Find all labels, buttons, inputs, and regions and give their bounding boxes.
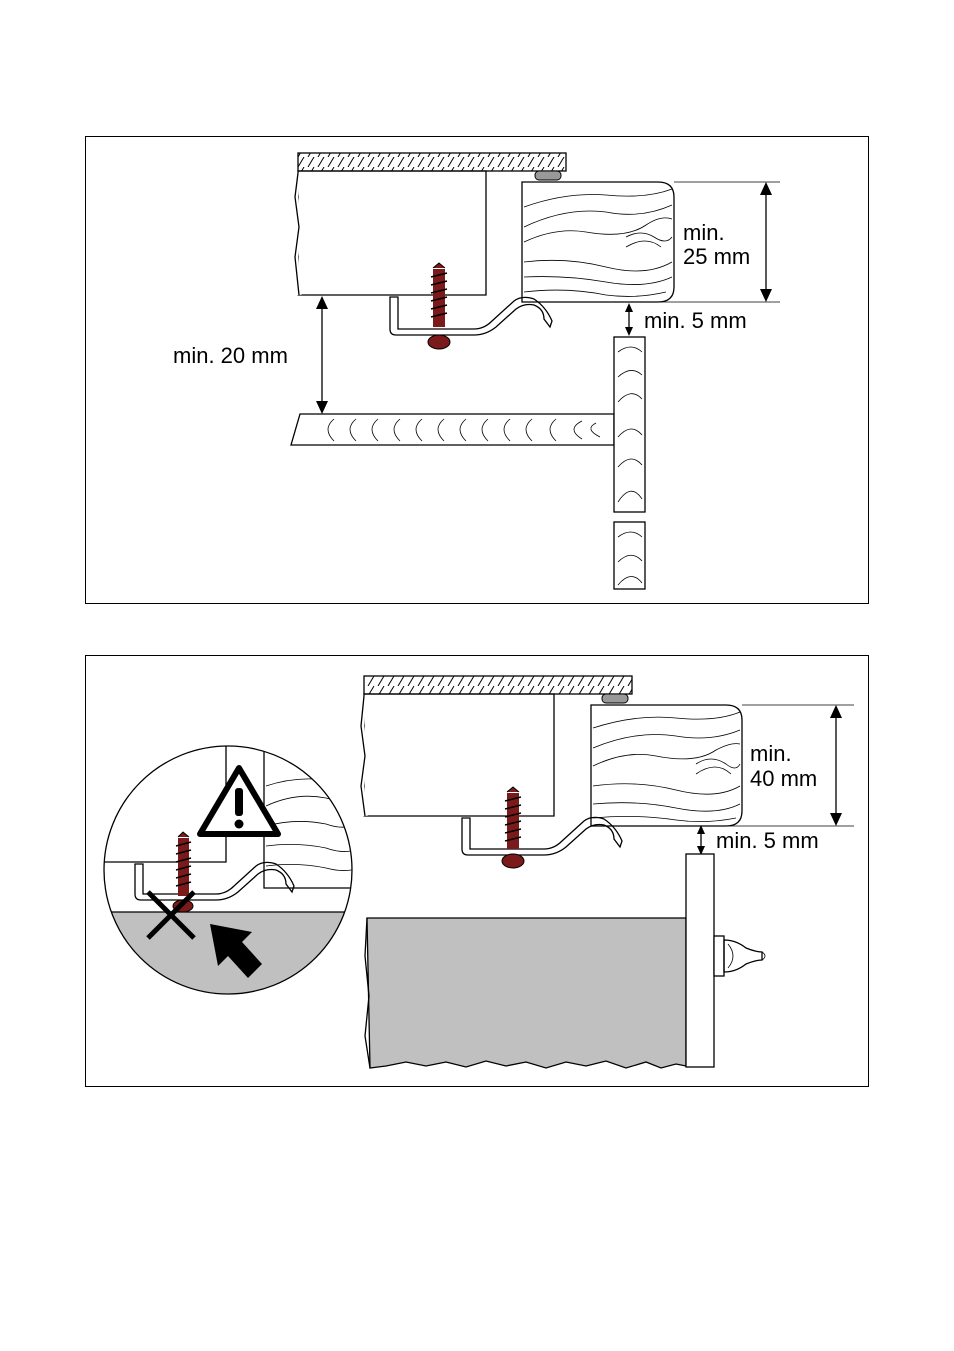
drawer (365, 918, 686, 1068)
gap-label: min. 5 mm (644, 308, 747, 333)
worktop (298, 153, 566, 171)
appliance-body (295, 171, 486, 295)
thickness-label-line1: min. (683, 220, 725, 245)
dimension-arrow-clearance (316, 296, 328, 414)
mounting-bracket (462, 817, 622, 855)
screw-icon (428, 263, 450, 349)
drawer-knob-icon (714, 936, 765, 976)
dimension-arrow-gap (625, 303, 633, 336)
thickness-label-line2: 40 mm (750, 766, 817, 791)
installation-diagram-top: min. 25 mm min. 5 mm min. 20 mm (86, 137, 870, 605)
appliance-body (361, 694, 554, 816)
mounting-bracket (390, 297, 552, 335)
seal (602, 694, 628, 703)
worktop (364, 676, 632, 694)
screw-icon (502, 787, 524, 868)
thickness-label-line1: min. (750, 741, 792, 766)
wooden-front-panel (522, 182, 674, 302)
diagram-panel-bottom: min. 40 mm min. 5 mm (85, 655, 869, 1087)
seal (535, 171, 561, 180)
drawer-front (686, 854, 714, 1067)
thickness-label-line2: 25 mm (683, 244, 750, 269)
clearance-label: min. 20 mm (173, 343, 288, 368)
diagram-panel-top: min. 25 mm min. 5 mm min. 20 mm (85, 136, 869, 604)
wooden-front-panel (591, 705, 742, 826)
shelf (291, 414, 614, 445)
side-panel (614, 337, 645, 589)
dimension-arrow-gap (697, 825, 705, 855)
magnified-detail-inset (104, 746, 364, 1012)
gap-label: min. 5 mm (716, 828, 819, 853)
installation-diagram-bottom: min. 40 mm min. 5 mm (86, 656, 870, 1088)
